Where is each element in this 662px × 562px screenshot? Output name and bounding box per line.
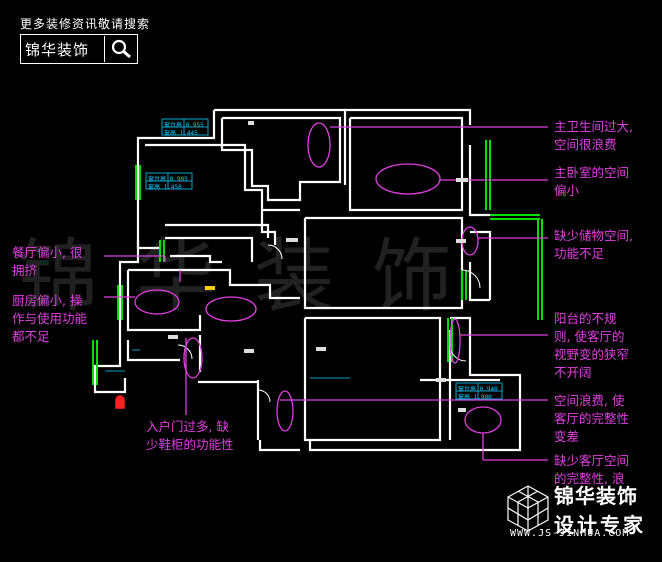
dim-table-2-row-2: 窗高 1.450 <box>148 184 182 191</box>
dim-table-2-row-1: 窗台高 0.905 <box>148 176 188 183</box>
logo-url[interactable]: WWW.JS-JINHUA.COM <box>510 528 630 539</box>
brand-name: 锦华装饰 <box>25 40 90 59</box>
note-master-bath: 主卫生间过大, 空间很浪费 <box>554 119 633 152</box>
dim-table-1-row-1: 窗台高 0.955 <box>164 122 204 129</box>
note-living-waste: 空间浪费, 使 客厅的完整性 变差 <box>554 393 630 444</box>
logo-tagline: 设计专家 <box>554 513 646 537</box>
dim-table-1-row-2: 窗高 1.445 <box>164 130 198 137</box>
note-balcony: 阳台的不规 则, 使客厅的 视野变的狭窄 不开阔 <box>554 311 630 380</box>
note-storage: 缺少储物空间, 功能不足 <box>554 228 633 261</box>
dim-table-3-row-1: 窗台高 0.940 <box>458 386 498 393</box>
note-kitchen: 厨房偏小, 操 作与使用功能 都不足 <box>12 293 88 344</box>
dim-table-3-row-2: 窗高 1.900 <box>458 394 492 401</box>
brand-search-box[interactable]: 锦华装饰 <box>20 34 138 64</box>
note-entrance: 入户门过多, 缺 少鞋柜的功能性 <box>146 419 234 452</box>
magnifier-icon[interactable] <box>104 36 137 62</box>
note-living-lack: 缺少客厅空间 的完整性, 浪 <box>554 453 630 486</box>
header-tip: 更多装修资讯敬请搜索 <box>20 17 151 31</box>
logo-brand-name: 锦华装饰 <box>554 484 638 508</box>
note-master-bedroom: 主卧室的空间 偏小 <box>554 165 630 198</box>
note-dining: 餐厅偏小, 很 拥挤 <box>12 245 83 278</box>
